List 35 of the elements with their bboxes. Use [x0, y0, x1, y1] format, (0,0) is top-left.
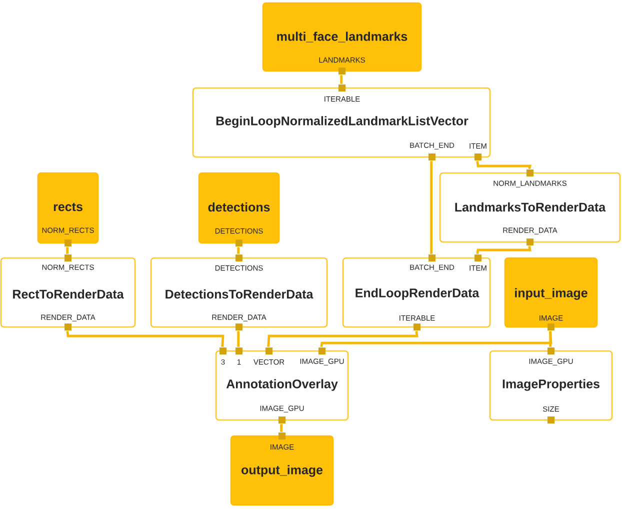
connector — [280, 424, 283, 432]
connector — [267, 330, 418, 347]
stream-box — [504, 257, 598, 330]
connector — [340, 75, 343, 84]
connector — [237, 247, 240, 254]
stream-box — [37, 172, 99, 246]
connector — [476, 160, 532, 170]
node-title: RectToRenderData — [13, 289, 124, 299]
node-title: LandmarksToRenderData — [455, 202, 606, 212]
calculator-box — [439, 170, 621, 246]
node-title: input_image — [515, 288, 588, 300]
calculator-box — [489, 348, 613, 424]
connector — [237, 331, 240, 347]
connector — [66, 330, 224, 347]
calculator-box — [0, 254, 136, 330]
node-title: detections — [208, 202, 270, 212]
node-title: BeginLoopNormalizedLandmarkListVector — [216, 116, 468, 128]
calculator-box — [342, 254, 491, 330]
stream-box — [198, 172, 280, 246]
node-title: EndLoopRenderData — [356, 288, 480, 300]
connector — [476, 246, 532, 254]
calculator-box — [192, 84, 491, 160]
connector — [430, 161, 433, 254]
connector — [66, 247, 69, 254]
node-title: rects — [54, 202, 82, 212]
stream-box — [230, 432, 334, 506]
calculator-box — [150, 254, 328, 330]
node-title: output_image — [242, 465, 323, 477]
node-title: multi_face_landmarks — [277, 32, 408, 42]
node-title: ImageProperties — [502, 379, 600, 391]
node-title: DetectionsToRenderData — [166, 289, 314, 299]
node-title: AnnotationOverlay — [226, 379, 338, 391]
stream-box — [262, 2, 422, 74]
connector — [549, 331, 552, 347]
calculator-box — [215, 348, 349, 424]
